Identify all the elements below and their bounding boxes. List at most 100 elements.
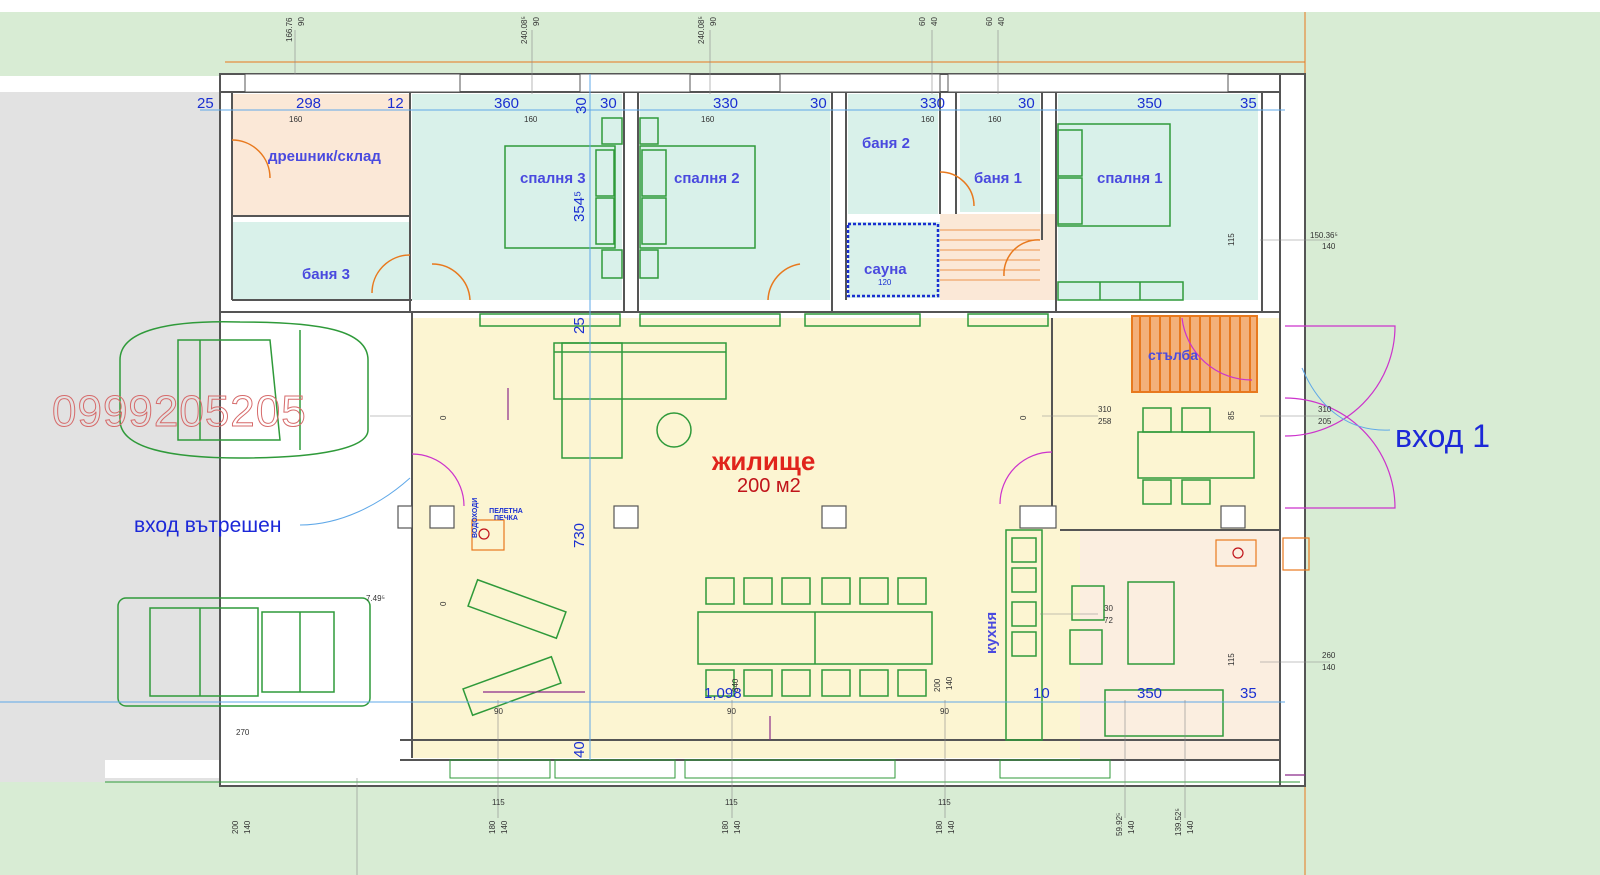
top-windows — [244, 73, 1229, 93]
reference-lines — [294, 30, 1330, 875]
bedroom1-fill — [1058, 94, 1258, 300]
ref-bb140c: 140 — [733, 820, 742, 834]
chimney-label: ВОДОХОДИ — [472, 497, 479, 538]
ref-top4b: 40 — [930, 17, 939, 26]
dimension-lines — [0, 74, 1391, 760]
phone-watermark: 0999205205 — [52, 387, 307, 436]
room-bath3: баня 3 — [302, 266, 350, 283]
ref-f115c: 115 — [938, 798, 951, 807]
ref-w160b: 160 — [524, 115, 538, 124]
kitchen-counter — [1104, 689, 1224, 737]
car-top — [119, 321, 369, 459]
bedroom2-fill — [640, 94, 830, 300]
ref-z0a: 0 — [439, 415, 448, 420]
dim-sauna-bench: 120 — [878, 278, 892, 287]
ref-r310b: 310 — [1318, 405, 1332, 414]
hall-fill — [940, 214, 1055, 300]
ref-r115b: 115 — [1227, 653, 1236, 666]
room-storage: дрешник/склад — [268, 148, 381, 165]
ref-b90a: 90 — [494, 707, 503, 716]
ref-w160c: 160 — [701, 115, 715, 124]
bottom-windows — [105, 759, 1300, 783]
room-stairs: стълба — [1148, 347, 1198, 363]
ref-k30: 30 — [1104, 604, 1113, 613]
ref-b340: 340 — [731, 678, 740, 692]
living-area-size: 200 м2 — [737, 475, 801, 497]
dim-kitchen-side: 35 — [1240, 685, 1257, 702]
kitchen-area-fill — [1080, 530, 1280, 760]
ref-b90c: 90 — [940, 707, 949, 716]
ref-r140a: 140 — [1322, 242, 1336, 251]
ref-top4a: 60 — [918, 17, 927, 26]
sauna-fill — [848, 222, 940, 298]
dim-top-1: 25 — [197, 95, 214, 112]
sofa — [553, 342, 727, 400]
ref-bb180c: 180 — [935, 820, 944, 834]
bed-bedroom3 — [504, 145, 616, 249]
ref-r85: 85 — [1227, 411, 1236, 420]
ref-w160a: 160 — [289, 115, 303, 124]
ref-b140c: 140 — [945, 676, 954, 690]
pellet-stove — [471, 519, 1310, 571]
ref-z0b: 0 — [1019, 415, 1028, 420]
ref-b200: 200 — [933, 678, 942, 692]
columns — [397, 505, 1246, 529]
dim-kitchen-width: 350 — [1137, 685, 1163, 702]
inner-entrance-label: вход вътрешен — [134, 514, 282, 537]
dim-top-2: 298 — [296, 95, 322, 112]
dim-top-7: 330 — [713, 95, 739, 112]
ref-r140b: 140 — [1322, 663, 1336, 672]
ref-b90b: 90 — [727, 707, 736, 716]
room-sauna: сауна — [864, 261, 907, 278]
ref-z0c: 0 — [439, 601, 448, 606]
dim-top-3: 12 — [387, 95, 404, 112]
kitchen-island — [1127, 581, 1175, 665]
bath1-fill — [960, 94, 1040, 212]
bath3-fill — [232, 222, 410, 300]
room-bedroom1: спалня 1 — [1097, 170, 1163, 187]
main-entrance-label: вход 1 — [1395, 418, 1491, 454]
ref-r258: 258 — [1098, 417, 1112, 426]
ref-bb140f: 140 — [1186, 820, 1195, 834]
ref-bb59: 59.92⁵ — [1115, 812, 1124, 836]
wardrobe-bedroom1 — [1057, 281, 1184, 301]
ref-g270: 270 — [236, 728, 250, 737]
living-area-fill — [412, 318, 1092, 758]
ref-w160e: 160 — [988, 115, 1002, 124]
ref-top5b: 40 — [997, 17, 1006, 26]
furniture — [462, 117, 1255, 741]
ref-r205: 205 — [1318, 417, 1332, 426]
ref-k72: 72 — [1104, 616, 1113, 625]
ref-bb180b: 180 — [721, 820, 730, 834]
ref-bb180a: 180 — [488, 820, 497, 834]
room-bath2: баня 2 — [862, 135, 910, 152]
entrance-doors — [411, 317, 1396, 509]
ref-top2b: 90 — [532, 17, 541, 26]
bed-bedroom2 — [639, 145, 756, 249]
dim-top-11: 350 — [1137, 95, 1163, 112]
ref-top2a: 240.08⁵ — [520, 16, 529, 44]
kitchen-cabinets — [1005, 529, 1043, 741]
ref-r310a: 310 — [1098, 405, 1112, 414]
dim-living-depth: 730 — [571, 522, 588, 548]
dim-top-8: 30 — [810, 95, 827, 112]
ref-r150: 150.36⁵ — [1310, 231, 1338, 240]
dim-bedroom3-depth: 354⁵ — [571, 190, 588, 222]
bath2-fill — [848, 94, 938, 214]
interior-marks — [483, 388, 1305, 776]
bedroom3-fill — [412, 94, 622, 300]
dim-top-4: 360 — [494, 95, 520, 112]
room-kitchen: кухня — [983, 611, 1000, 654]
ref-r260: 260 — [1322, 651, 1336, 660]
room-bedroom2: спалня 2 — [674, 170, 740, 187]
ref-r115a: 115 — [1227, 233, 1236, 246]
stairs — [1131, 315, 1258, 393]
ref-f115a: 115 — [492, 798, 505, 807]
dim-top-10: 30 — [1018, 95, 1035, 112]
ref-bb140e: 140 — [1127, 820, 1136, 834]
room-bath1: баня 1 — [974, 170, 1022, 187]
ref-top1a: 166.76 — [285, 17, 294, 42]
ref-g49: 7.49⁵ — [366, 594, 385, 603]
doors — [231, 139, 1041, 301]
